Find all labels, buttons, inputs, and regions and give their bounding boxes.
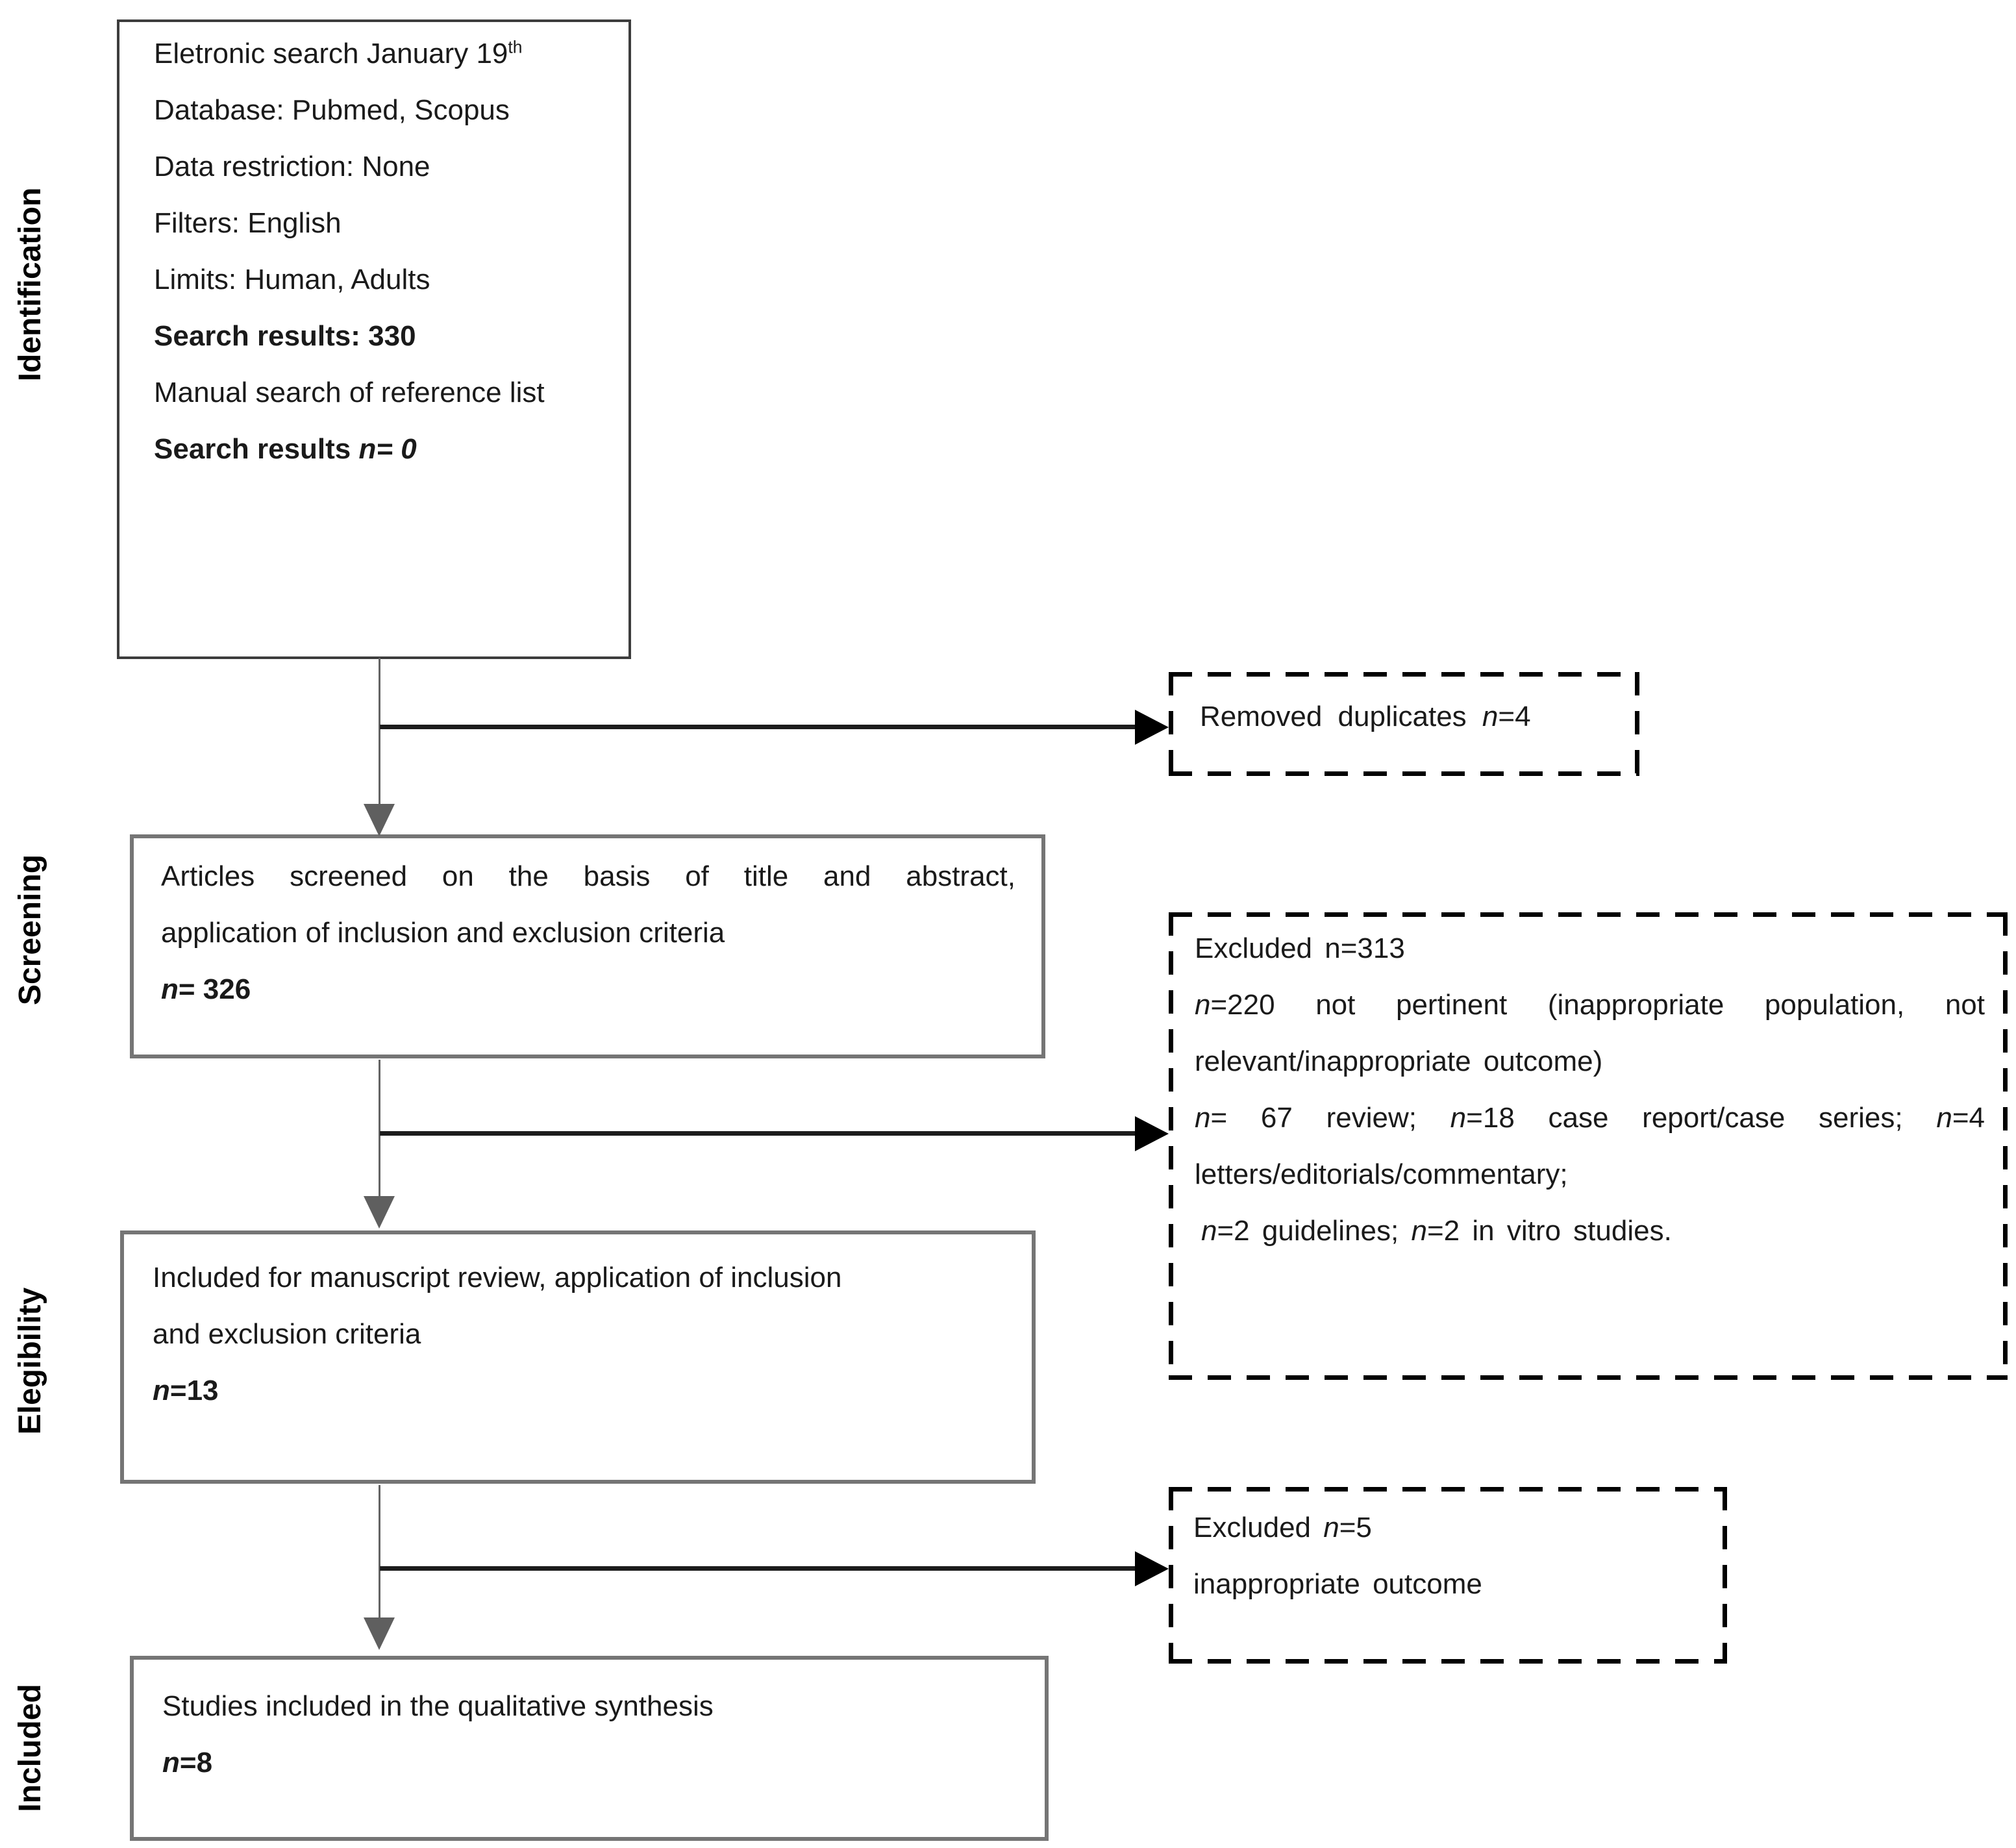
elegibility-box-count: n=13 (153, 1362, 1006, 1419)
id-line8-text: Search results (154, 433, 359, 465)
excluded-box-line-3: relevant/inappropriate outcome) (1195, 1045, 1603, 1077)
connector-line-to-excluded-screening (380, 1131, 1136, 1136)
elegibility-box: Included for manuscript review, applicat… (120, 1230, 1036, 1484)
arrowhead-down-2-icon (364, 1196, 395, 1229)
n-symbol: n (153, 1375, 170, 1406)
arrowhead-down-3-icon (364, 1617, 395, 1650)
excluded-box-line-2: n=220 not pertinent (inappropriate popul… (1195, 977, 1985, 1033)
stage-label-screening: Screening (13, 854, 47, 1006)
screening-box-count: n= 326 (161, 961, 1015, 1018)
excluded-line2-text: =220 not pertinent (inappropriate popula… (1210, 989, 1985, 1021)
screening-box-line-1: Articles screened on the basis of title … (161, 860, 1015, 892)
id-box-line-1: Eletronic search January 19th (154, 25, 609, 82)
superscript-th: th (508, 37, 523, 57)
n-symbol: n (1201, 1215, 1217, 1247)
id-box-line-5: Limits: Human, Adults (154, 264, 430, 295)
n-value: =5 (1339, 1512, 1372, 1543)
connector-line-to-removed-duplicates (380, 725, 1136, 729)
n-symbol: n (162, 1747, 180, 1779)
excluded-line6-text-b: =2 in vitro studies. (1426, 1215, 1672, 1247)
included-box: Studies included in the qualitative synt… (130, 1656, 1049, 1841)
excluded-screening-box: Excluded n=313 n=220 not pertinent (inap… (1169, 912, 2008, 1380)
removed-duplicates-box: Removed duplicates n=4 (1169, 672, 1639, 776)
n-symbol: n (1450, 1102, 1467, 1134)
identification-box: Eletronic search January 19th Database: … (117, 19, 631, 659)
excluded-box-line-5: letters/editorials/commentary; (1195, 1158, 1568, 1190)
excluded5-text: Excluded (1193, 1512, 1324, 1543)
n-symbol: n (161, 973, 179, 1005)
arrowhead-right-2-icon (1135, 1116, 1169, 1151)
n-symbol: n (1411, 1215, 1427, 1247)
excluded5-line-1: Excluded n=5 (1193, 1499, 1714, 1556)
removed-duplicates-line: Removed duplicates n=4 (1200, 688, 1626, 745)
n-symbol: n (1482, 701, 1499, 732)
arrowhead-right-1-icon (1135, 710, 1169, 745)
excluded-box-line-6: n=2 guidelines; n=2 in vitro studies. (1195, 1203, 1985, 1259)
excluded-box-line-4: n= 67 review; n=18 case report/case seri… (1195, 1090, 1985, 1146)
connector-line-elegibility-included (379, 1485, 380, 1619)
n-value: =8 (179, 1747, 213, 1779)
stage-label-included: Included (13, 1684, 47, 1812)
screening-box-line-2: application of inclusion and exclusion c… (161, 917, 725, 949)
n-symbol: n (1195, 1102, 1211, 1134)
included-box-line-1: Studies included in the qualitative synt… (162, 1690, 714, 1722)
excluded-line4-text-b: =18 case report/case series; (1466, 1102, 1937, 1134)
id-box-line-4: Filters: English (154, 207, 342, 239)
stage-label-elegibility: Elegibility (13, 1287, 47, 1435)
stage-label-identification: Identification (13, 187, 47, 382)
id-box-line-2: Database: Pubmed, Scopus (154, 94, 510, 126)
arrowhead-right-3-icon (1135, 1551, 1169, 1586)
n-symbol: n (1323, 1512, 1339, 1543)
id-line1-text: Eletronic search January 19 (154, 38, 508, 69)
id-box-line-7: Manual search of reference list (154, 377, 545, 408)
excluded-box-line-1: Excluded n=313 (1195, 932, 1405, 964)
id-line8-n-value: n= 0 (358, 433, 417, 465)
connector-line-to-excluded-eligibility (380, 1566, 1136, 1571)
n-value: =13 (169, 1375, 219, 1406)
id-box-line-3: Data restriction: None (154, 151, 430, 182)
elegibility-box-line-2: and exclusion criteria (153, 1318, 421, 1350)
n-symbol: n (1936, 1102, 1952, 1134)
n-value: = 326 (178, 973, 251, 1005)
n-symbol: n (1195, 989, 1211, 1021)
excluded-line4-text-a: = 67 review; (1210, 1102, 1450, 1134)
id-box-line-8: Search results n= 0 (154, 421, 609, 477)
excluded5-line-2: inappropriate outcome (1193, 1568, 1482, 1600)
id-box-line-6: Search results: 330 (154, 320, 416, 352)
n-value: =4 (1498, 701, 1531, 732)
excluded-line4-text-c: =4 (1952, 1102, 1985, 1134)
connector-line-screening-elegibility (379, 1060, 380, 1197)
included-box-count: n=8 (162, 1734, 1019, 1791)
removed-duplicates-text: Removed duplicates (1200, 701, 1482, 732)
excluded-eligibility-box: Excluded n=5 inappropriate outcome (1169, 1487, 1727, 1664)
connector-line-identification-screening (379, 658, 380, 805)
screening-box: Articles screened on the basis of title … (130, 834, 1045, 1058)
excluded-line6-text-a: =2 guidelines; (1217, 1215, 1412, 1247)
elegibility-box-line-1: Included for manuscript review, applicat… (153, 1262, 842, 1293)
arrowhead-down-1-icon (364, 804, 395, 836)
